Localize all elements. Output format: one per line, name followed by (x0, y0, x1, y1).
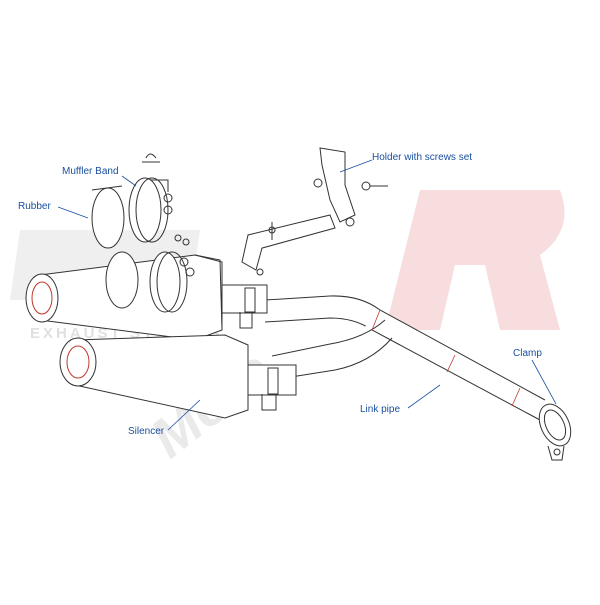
muffler-bands (128, 177, 195, 313)
lower-silencer (59, 334, 297, 419)
band-bolts (142, 153, 190, 246)
label-clamp: Clamp (513, 348, 542, 359)
watermark-r-shape (385, 190, 565, 330)
holder-bracket (241, 147, 388, 276)
leader-lines (57, 159, 557, 431)
label-link-pipe: Link pipe (360, 404, 401, 415)
clamp (538, 403, 572, 461)
label-silencer: Silencer (128, 426, 165, 437)
label-holder: Holder with screws set (372, 152, 473, 163)
rubber-rings (91, 185, 139, 309)
exhaust-parts (25, 147, 572, 461)
label-rubber: Rubber (18, 201, 51, 212)
label-muffler-band: Muffler Band (62, 166, 119, 177)
link-pipe (264, 295, 546, 421)
